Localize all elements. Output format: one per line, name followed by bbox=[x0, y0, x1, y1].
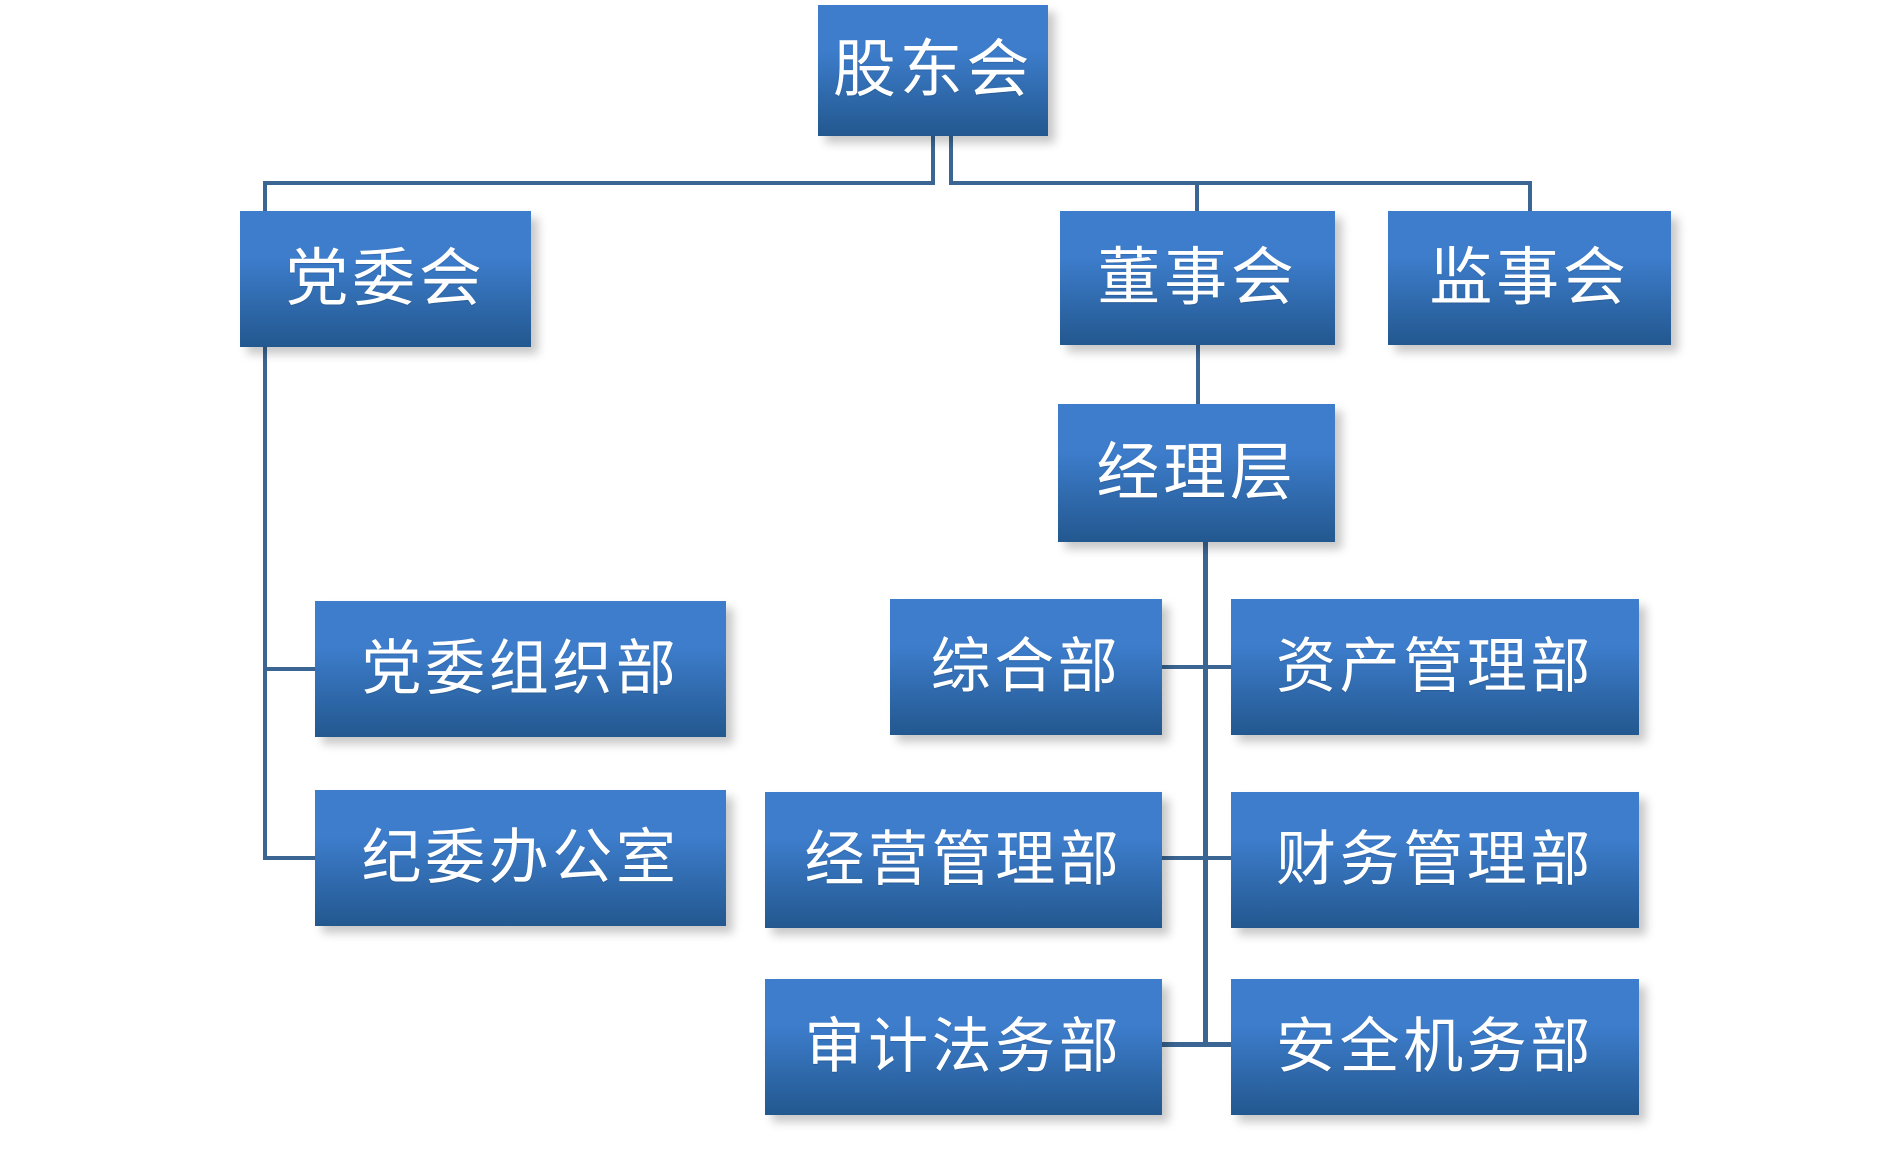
connector-board-to-management bbox=[1196, 345, 1200, 405]
connector-shareholders-to-party-bus bbox=[263, 181, 935, 185]
node-board-of-directors[interactable]: 董事会 bbox=[1060, 211, 1335, 345]
node-board-of-supervisors-label: 监事会 bbox=[1429, 242, 1630, 313]
node-finance-mgmt-dept-label: 财务管理部 bbox=[1276, 827, 1594, 893]
node-shareholders-label: 股东会 bbox=[832, 35, 1034, 105]
connector-stub-finance-mgmt-dept bbox=[1203, 856, 1231, 860]
connector-shareholders-to-board-bus bbox=[949, 181, 1532, 185]
connector-stub-safety-machinery-dept bbox=[1203, 1042, 1231, 1047]
node-discipline-office-label: 纪委办公室 bbox=[361, 825, 680, 891]
connector-drop-party-committee bbox=[263, 181, 267, 213]
node-finance-mgmt-dept[interactable]: 财务管理部 bbox=[1231, 792, 1639, 928]
node-asset-mgmt-dept[interactable]: 资产管理部 bbox=[1231, 599, 1639, 735]
node-shareholders[interactable]: 股东会 bbox=[818, 5, 1048, 136]
node-party-committee-label: 党委会 bbox=[285, 243, 486, 314]
node-board-of-directors-label: 董事会 bbox=[1097, 242, 1298, 313]
connector-management-spine bbox=[1203, 542, 1208, 1043]
node-audit-legal-dept-label: 审计法务部 bbox=[804, 1014, 1123, 1080]
connector-drop-board-of-directors bbox=[1195, 181, 1199, 213]
connector-stub-party-org-dept bbox=[263, 667, 315, 671]
connector-drop-board-of-supervisors bbox=[1528, 181, 1532, 213]
node-management[interactable]: 经理层 bbox=[1058, 404, 1335, 542]
connector-shareholders-right-stem bbox=[949, 136, 953, 184]
connector-stub-asset-mgmt-dept bbox=[1203, 665, 1231, 669]
connector-stub-discipline-office bbox=[263, 856, 315, 860]
connector-stub-audit-legal-dept bbox=[1161, 1042, 1208, 1047]
node-party-committee[interactable]: 党委会 bbox=[240, 211, 531, 347]
node-asset-mgmt-dept-label: 资产管理部 bbox=[1276, 634, 1594, 700]
connector-stub-operations-mgmt-dept bbox=[1161, 856, 1208, 860]
node-board-of-supervisors[interactable]: 监事会 bbox=[1388, 211, 1671, 345]
node-management-label: 经理层 bbox=[1096, 437, 1297, 508]
node-operations-mgmt-dept-label: 经营管理部 bbox=[804, 827, 1123, 893]
node-audit-legal-dept[interactable]: 审计法务部 bbox=[765, 979, 1162, 1115]
connector-stub-general-dept bbox=[1161, 665, 1208, 669]
node-operations-mgmt-dept[interactable]: 经营管理部 bbox=[765, 792, 1162, 928]
node-party-org-dept-label: 党委组织部 bbox=[361, 636, 680, 702]
node-discipline-office[interactable]: 纪委办公室 bbox=[315, 790, 726, 926]
node-safety-machinery-dept[interactable]: 安全机务部 bbox=[1231, 979, 1639, 1115]
node-safety-machinery-dept-label: 安全机务部 bbox=[1276, 1014, 1594, 1080]
node-general-dept-label: 综合部 bbox=[930, 634, 1122, 700]
node-general-dept[interactable]: 综合部 bbox=[890, 599, 1162, 735]
connector-shareholders-left-stem bbox=[931, 136, 935, 184]
connector-party-spine bbox=[263, 347, 267, 860]
node-party-org-dept[interactable]: 党委组织部 bbox=[315, 601, 726, 737]
